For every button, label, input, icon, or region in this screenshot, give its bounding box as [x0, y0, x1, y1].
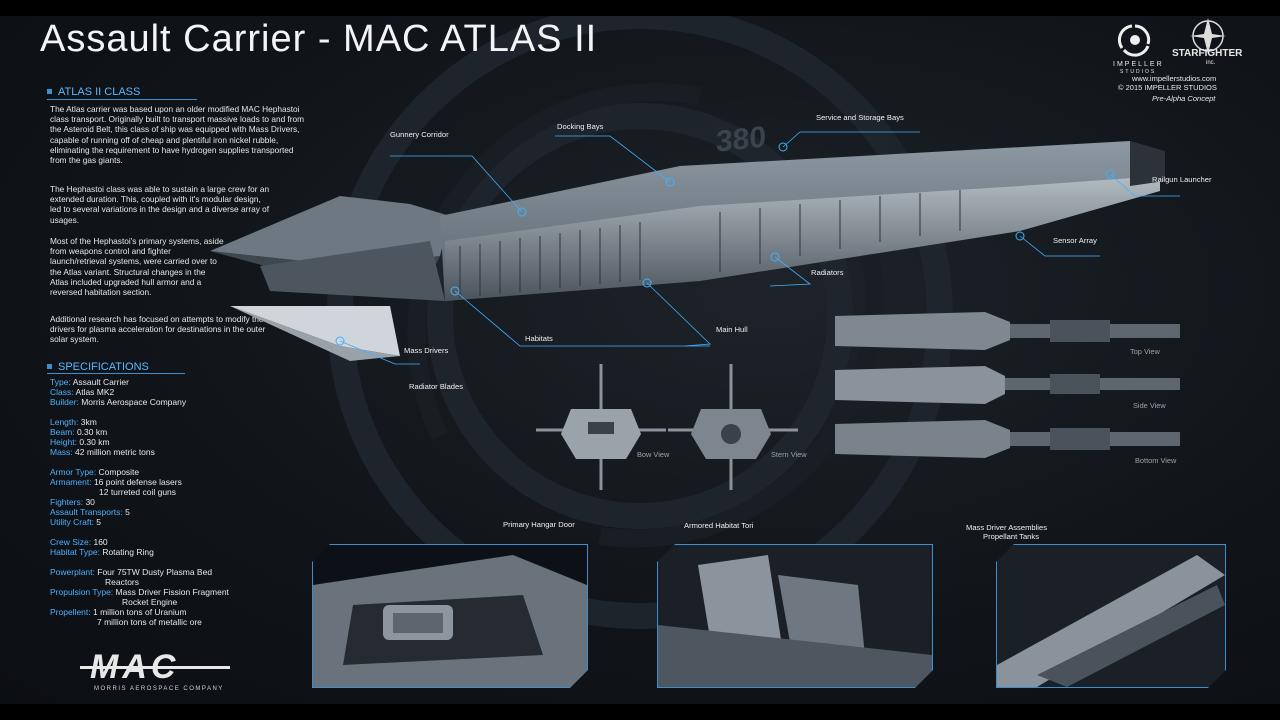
starfighter-name: STARFIGHTER [1172, 48, 1243, 59]
spec-beam: Beam: 0.30 km [50, 427, 108, 437]
impeller-name: IMPELLER [1113, 61, 1164, 68]
class-heading-bullet [47, 89, 52, 94]
starfighter-logo [1188, 16, 1228, 56]
detail-habitat-frame [657, 544, 933, 688]
spec-length: Length: 3km [50, 417, 97, 427]
mac-logo-swoosh [80, 666, 230, 669]
detail-mass-driver-frame [996, 544, 1226, 688]
spec-type: Type: Assault Carrier [50, 377, 129, 387]
impeller-logo [1112, 20, 1158, 64]
spec-propellent-2: 7 million tons of metallic ore [97, 617, 202, 627]
label-mass-drivers: Mass Drivers [404, 346, 449, 355]
concept-note: Pre-Alpha Concept [1152, 94, 1216, 103]
label-sensor-array: Sensor Array [1053, 236, 1097, 245]
label-habitats: Habitats [525, 334, 553, 343]
label-side-view: Side View [1133, 401, 1166, 410]
mass-driver-detail-render [997, 545, 1225, 687]
starfighter-sub: inc. [1206, 60, 1216, 66]
spec-propulsion-2: Rocket Engine [122, 597, 178, 607]
label-bow-view: Bow View [637, 450, 670, 459]
label-main-hull: Main Hull [716, 325, 748, 334]
spec-utility-craft: Utility Craft: 5 [50, 517, 102, 527]
website-link[interactable]: www.impellerstudios.com [1132, 74, 1217, 83]
label-railgun: Railgun Launcher [1152, 175, 1212, 184]
label-radiators: Radiators [811, 268, 844, 277]
specs-heading-bullet [47, 364, 52, 369]
label-docking-bays: Docking Bays [557, 122, 604, 131]
spec-builder: Builder: Morris Aerospace Company [50, 397, 187, 407]
class-paragraph-2: The Hephastoi class was able to sustain … [50, 184, 270, 225]
spec-height: Height: 0.30 km [50, 437, 110, 447]
label-service-storage: Service and Storage Bays [816, 113, 904, 122]
starfighter-star-icon [1190, 18, 1226, 54]
class-paragraph-3: Most of the Hephastoi's primary systems,… [50, 236, 224, 298]
spec-armament: Armament: 16 point defense lasers [50, 477, 182, 487]
main-ship-render: 380 [210, 121, 1180, 365]
spec-armor: Armor Type: Composite [50, 467, 140, 477]
label-stern-view: Stern View [771, 450, 807, 459]
specs-heading-rule [47, 373, 185, 374]
specs-heading: SPECIFICATIONS [58, 361, 149, 373]
spec-fighters: Fighters: 30 [50, 497, 95, 507]
spec-crew-size: Crew Size: 160 [50, 537, 108, 547]
blueprint-sheet: Assault Carrier - MAC ATLAS II IMPELLER … [0, 16, 1280, 704]
habitat-detail-render [658, 545, 932, 687]
detail-hangar-frame [312, 544, 588, 688]
spec-powerplant: Powerplant: Four 75TW Dusty Plasma Bed [50, 567, 213, 577]
spec-assault-transports: Assault Transports: 5 [50, 507, 130, 517]
hangar-detail-render [313, 545, 587, 687]
stern-view-render [668, 364, 798, 490]
bottom-view-render [835, 420, 1180, 458]
spec-habitat-type: Habitat Type: Rotating Ring [50, 547, 154, 557]
label-armored-habitat-tori: Armored Habitat Tori [684, 521, 754, 530]
mac-logo: MAC MORRIS AEROSPACE COMPANY [80, 648, 240, 696]
page-title: Assault Carrier - MAC ATLAS II [40, 18, 598, 60]
spec-mass: Mass: 42 million metric tons [50, 447, 155, 457]
label-propellant-tanks: Propellant Tanks [983, 532, 1040, 541]
label-bottom-view: Bottom View [1135, 456, 1177, 465]
spec-armament-2: 12 turreted coil guns [99, 487, 177, 497]
spec-propellent: Propellent: 1 million tons of Uranium [50, 607, 187, 617]
class-heading-rule [47, 99, 197, 100]
label-radiator-blades: Radiator Blades [409, 382, 464, 391]
label-primary-hangar-door: Primary Hangar Door [503, 520, 575, 529]
class-paragraph-1: The Atlas carrier was based upon an olde… [50, 104, 305, 166]
spec-propulsion: Propulsion Type: Mass Driver Fission Fra… [50, 587, 229, 597]
impeller-sub: STUDIOS [1120, 69, 1157, 75]
class-heading: ATLAS II CLASS [58, 86, 141, 98]
label-mass-driver-assemblies: Mass Driver Assemblies [966, 523, 1048, 532]
spec-powerplant-2: Reactors [105, 577, 140, 587]
label-top-view: Top View [1130, 347, 1160, 356]
side-view-render [835, 366, 1180, 404]
copyright: © 2015 IMPELLER STUDIOS [1118, 83, 1217, 92]
hull-number: 380 [716, 121, 766, 159]
mac-logo-name: MORRIS AEROSPACE COMPANY [94, 686, 224, 692]
impeller-swirl-icon [1117, 24, 1151, 57]
bow-view-render [536, 364, 666, 490]
label-gunnery-corridor: Gunnery Corridor [390, 130, 449, 139]
class-paragraph-4: Additional research has focused on attem… [50, 314, 266, 345]
spec-class: Class: Atlas MK2 [50, 387, 115, 397]
top-view-render [835, 312, 1180, 350]
